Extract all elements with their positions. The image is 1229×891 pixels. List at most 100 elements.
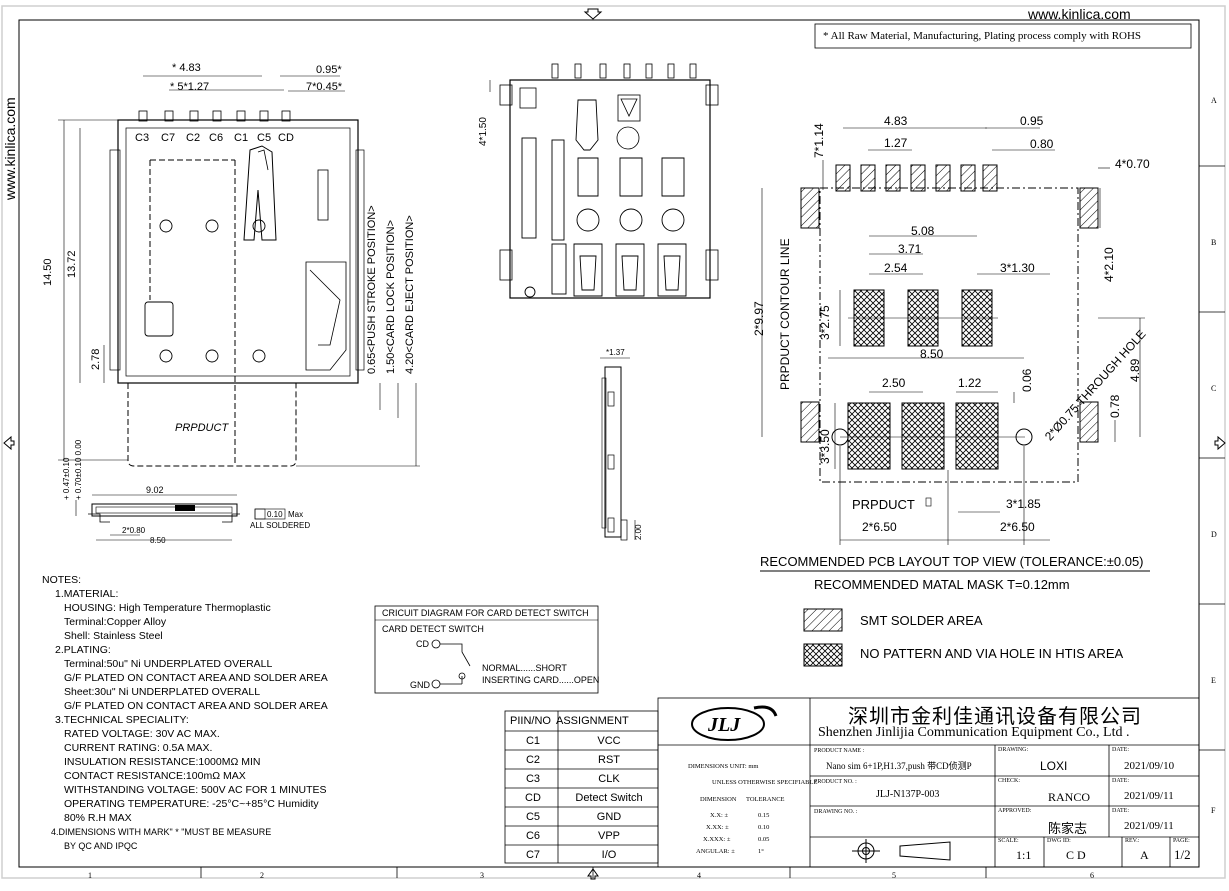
scale-label: SCALE: xyxy=(998,838,1019,844)
note-line-11: RATED VOLTAGE: 30V AC MAX. xyxy=(64,728,220,740)
circuit-inserting: INSERTING CARD......OPEN xyxy=(482,675,600,685)
tol-row-1-val: 0.15 xyxy=(758,812,770,819)
scale-value: 1:1 xyxy=(1016,848,1032,862)
logo-text: JLJ xyxy=(708,714,741,736)
pcb-dim-254: 2.54 xyxy=(884,261,908,275)
pcb-dim-2x650-right: 2*6.50 xyxy=(1000,520,1035,534)
grid-row-d: D xyxy=(1211,530,1217,539)
tol-row-4-dim: ANGULAR: ± xyxy=(696,848,735,855)
front-view xyxy=(58,75,420,467)
pin-label-c7: C7 xyxy=(161,132,176,144)
pin-row-2-assignment: RST xyxy=(598,754,620,766)
card-lock-position: 1.50<CARD LOCK POSITION> xyxy=(385,219,397,374)
end-view xyxy=(600,357,636,541)
pin-label-c6: C6 xyxy=(209,132,224,144)
grid-col-4: 4 xyxy=(697,871,701,880)
grid-col-5: 5 xyxy=(892,871,896,880)
tol-tolerance-header: TOLERANCE xyxy=(746,796,785,803)
pcb-dim-3x130: 3*1.30 xyxy=(1000,261,1035,275)
date-2: 2021/09/11 xyxy=(1124,790,1174,802)
dim-5x127: * 5*1.27 xyxy=(170,81,210,93)
legend-smt: SMT SOLDER AREA xyxy=(860,613,983,628)
dim-070: + 0.70±0.10 0.00 xyxy=(74,439,83,500)
card-eject-position: 4.20<CARD EJECT POSITION> xyxy=(404,215,416,374)
rev-label: REV.: xyxy=(1125,838,1140,844)
note-line-10: 3.TECHNICAL SPECIALITY: xyxy=(55,714,189,726)
dim-902: 9.02 xyxy=(146,485,164,495)
grid-row-e: E xyxy=(1211,676,1216,685)
pcb-dim-3x350: 3*3.50 xyxy=(818,429,832,464)
approved-label: APPROVED: xyxy=(998,808,1032,814)
max-label: Max xyxy=(288,510,304,519)
drawing-by: LOXI xyxy=(1040,759,1068,773)
pcb-dim-2x997: 2*9.97 xyxy=(752,301,766,336)
pcb-dim-483: 4.83 xyxy=(884,114,908,128)
circuit-sub: CARD DETECT SWITCH xyxy=(382,624,484,634)
rohs-note: * All Raw Material, Manufacturing, Plati… xyxy=(823,30,1142,42)
dim-200: 2.00 xyxy=(634,524,643,540)
dim-1450: 14.50 xyxy=(42,258,54,286)
pcb-dim-4x070: 4*0.70 xyxy=(1115,157,1150,171)
dim-278: 2.78 xyxy=(90,348,102,370)
circuit-title: CRICUIT DIAGRAM FOR CARD DETECT SWITCH xyxy=(382,608,589,618)
rohs-box xyxy=(814,23,1192,49)
push-stroke-position: 0.65<PUSH STROKE POSITION> xyxy=(366,205,378,374)
tol-row-4-val: 1° xyxy=(758,848,764,855)
grid-col-2: 2 xyxy=(260,871,264,880)
pin-row-7-assignment: I/O xyxy=(601,849,617,861)
dim-2x080: 2*0.80 xyxy=(122,526,146,535)
product-name: Nano sim 6+1P,H1.37,push 带CD侦测P xyxy=(826,761,972,771)
pin-row-2-pin: C2 xyxy=(525,754,541,766)
note-line-13: INSULATION RESISTANCE:1000MΩ MIN xyxy=(64,756,261,768)
circuit-cd: CD xyxy=(416,639,429,649)
pcb-dim-006: 0.06 xyxy=(1020,368,1034,392)
date-label-1: DATE: xyxy=(1112,747,1129,753)
pin-row-5-pin: C5 xyxy=(525,811,541,823)
product-label-front: PRPDUCT xyxy=(175,422,229,434)
legend-no-pattern: NO PATTERN AND VIA HOLE IN HTIS AREA xyxy=(860,646,1124,661)
pin-row-4-pin: CD xyxy=(525,792,541,804)
pcb-dim-080: 0.80 xyxy=(1030,137,1054,151)
dwg-id-value: C D xyxy=(1066,848,1086,862)
tol-row-1-dim: X.X: ± xyxy=(710,812,729,819)
grid-col-6: 6 xyxy=(1090,871,1094,880)
tol-row-2-dim: X.XX: ± xyxy=(706,824,729,831)
grid-col-3: 3 xyxy=(480,871,484,880)
note-line-6: Terminal:50u" Ni UNDERPLATED OVERALL xyxy=(64,658,273,670)
circuit-box xyxy=(374,605,599,694)
note-line-9: G/F PLATED ON CONTACT AREA AND SOLDER AR… xyxy=(64,700,328,712)
product-no: JLJ-N137P-003 xyxy=(876,789,940,800)
note-line-7: G/F PLATED ON CONTACT AREA AND SOLDER AR… xyxy=(64,672,328,684)
page-value: 1/2 xyxy=(1174,847,1191,862)
pin-row-5-assignment: GND xyxy=(596,811,622,823)
grid-col-1: 1 xyxy=(88,871,92,880)
website-side: www.kinlica.com xyxy=(2,97,18,200)
website-top: www.kinlica.com xyxy=(1028,6,1131,22)
pcb-contour-line: PRPDUCT CONTOUR LINE xyxy=(778,238,792,390)
pcb-dim-3x185: 3*1.85 xyxy=(1006,497,1041,511)
note-line-3: Terminal:Copper Alloy xyxy=(64,616,167,628)
pcb-dim-250: 2.50 xyxy=(882,376,906,390)
approved-by: 陈家志 xyxy=(1048,821,1088,836)
note-line-15: WITHSTANDING VOLTAGE: 500V AC FOR 1 MINU… xyxy=(64,784,327,796)
grid-row-a: A xyxy=(1211,96,1217,105)
note-line-17: 80% R.H MAX xyxy=(64,812,132,824)
pcb-dim-489: 4.89 xyxy=(1128,358,1142,382)
note-line-18: 4.DIMENSIONS WITH MARK" * "MUST BE MEASU… xyxy=(51,827,272,837)
tol-unit: DIMENSIONS UNIT: mm xyxy=(688,763,759,770)
projection-symbol xyxy=(852,839,951,863)
grid-row-c: C xyxy=(1211,384,1217,393)
tol-row-3-dim: X.XXX: ± xyxy=(703,836,731,843)
pin-label-c5: C5 xyxy=(257,132,272,144)
pin-table-grid xyxy=(504,710,659,864)
pin-row-3-assignment: CLK xyxy=(598,773,620,785)
dim-1372: 13.72 xyxy=(66,250,78,278)
page-label: PAGE: xyxy=(1173,838,1190,844)
dim-7x045: 7*0.45* xyxy=(306,81,343,93)
product-no-label: PRODUCT NO. : xyxy=(814,779,857,785)
date-1: 2021/09/10 xyxy=(1124,760,1175,772)
dim-095: 0.95* xyxy=(316,64,342,76)
dim-4x150: 4*1.50 xyxy=(478,117,489,146)
